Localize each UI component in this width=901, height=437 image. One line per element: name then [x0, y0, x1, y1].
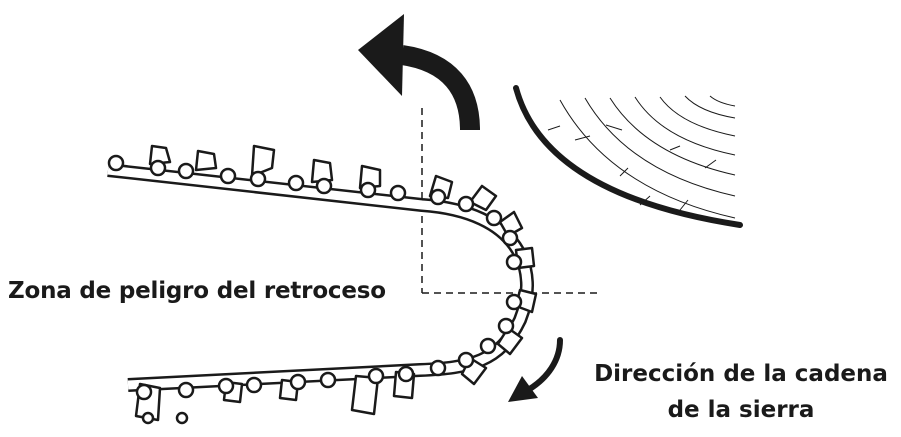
- chain-direction-arrow-icon: [508, 337, 563, 402]
- chain-direction-label: Dirección de la cadena de la sierra: [588, 356, 894, 428]
- kickback-zone-label: Zona de peligro del retroceso: [8, 278, 386, 304]
- log-growth-rings: [547, 95, 736, 219]
- chain-rivets: [107, 154, 523, 425]
- kickback-arrow-icon: [358, 14, 480, 131]
- log-bark: [513, 85, 743, 228]
- chain-direction-label-line1: Dirección de la cadena: [594, 361, 888, 387]
- chain-direction-label-line2: de la sierra: [667, 397, 815, 423]
- log-cross-section: [513, 85, 743, 228]
- saw-chain: [107, 144, 538, 425]
- kickback-zone-guide-lines: [421, 108, 598, 294]
